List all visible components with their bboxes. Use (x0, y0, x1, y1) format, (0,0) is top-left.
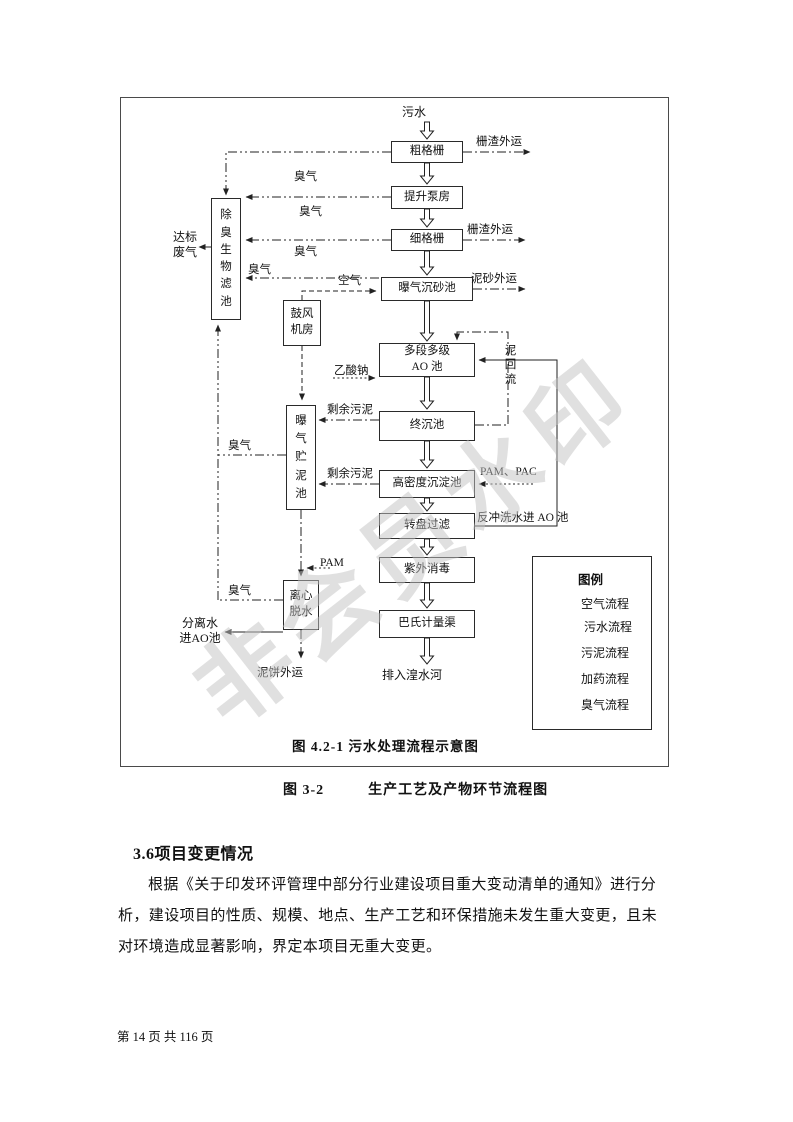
screen-residue-label: 栅渣外运 (467, 224, 513, 236)
page-number-footer: 第 14 页 共 116 页 (117, 1030, 214, 1044)
section-heading: 3.6项目变更情况 (133, 846, 254, 863)
legend-item-sludge: 污泥流程 (581, 646, 630, 660)
pam-label: PAM (320, 557, 344, 569)
odor-label: 臭气 (294, 246, 317, 258)
legend-item-air: 空气流程 (581, 597, 630, 611)
legend-item-odor: 臭气流程 (581, 698, 630, 712)
sludge-cake-label: 泥饼外运 (257, 667, 303, 679)
odor-label: 臭气 (294, 171, 317, 183)
excess-sludge-label: 剩余污泥 (327, 404, 373, 416)
excess-sludge-label: 剩余污泥 (327, 468, 373, 480)
sodium-acetate-label: 乙酸钠 (334, 365, 369, 377)
paragraph-line: 对环境造成显著影响，界定本项目无重大变更。 (118, 939, 442, 955)
node-ao-tank: 多段多级 AO 池 (379, 343, 475, 377)
figure-caption-below: 图 3-2 生产工艺及产物环节流程图 (283, 779, 548, 799)
sludge-return-label: 泥回流 (504, 345, 517, 386)
legend-title: 图例 (578, 573, 604, 587)
legend-item-dosing: 加药流程 (581, 672, 630, 686)
node-final-clarifier: 终沉池 (379, 411, 475, 441)
node-centrifuge-dewatering: 离心脱水 (283, 580, 319, 630)
grit-out-label: 泥砂外运 (471, 273, 517, 285)
node-blower-room: 鼓风机房 (283, 300, 321, 346)
node-parshall-flume: 巴氏计量渠 (379, 610, 475, 638)
node-fine-screen: 细格栅 (391, 229, 463, 251)
legend-box (532, 556, 652, 730)
outfall-label: 排入湟水河 (382, 668, 443, 682)
node-coarse-screen: 粗格栅 (391, 141, 463, 163)
figure-caption-below-title: 生产工艺及产物环节流程图 (368, 783, 549, 798)
backwash-label: 反冲洗水进 AO 池 (477, 512, 569, 524)
legend-item-sewage: 污水流程 (584, 620, 633, 634)
node-deodorizing-biofilter: 除臭生物滤池 (211, 198, 241, 320)
node-lift-pump: 提升泵房 (391, 186, 463, 209)
separated-water-label: 分离水进AO池 (179, 616, 221, 645)
node-aerated-sludge-tank: 曝气贮泥池 (286, 405, 316, 510)
paragraph-line: 析，建设项目的性质、规模、地点、生产工艺和环保措施未发生重大变更，且未 (118, 908, 658, 924)
odor-label: 臭气 (299, 206, 322, 218)
figure-caption-inner: 图 4.2-1 污水处理流程示意图 (292, 739, 479, 754)
figure-caption-below-label: 图 3-2 (283, 783, 325, 798)
odor-label: 臭气 (228, 440, 251, 452)
node-disc-filter: 转盘过滤 (379, 513, 475, 539)
treated-gas-label: 达标废气 (172, 230, 197, 259)
influent-label: 污水 (402, 105, 427, 119)
node-uv-disinfection: 紫外消毒 (379, 557, 475, 583)
node-high-density-tank: 高密度沉淀池 (379, 470, 475, 498)
node-grit-chamber: 曝气沉砂池 (381, 277, 473, 301)
odor-label: 臭气 (248, 264, 271, 276)
paragraph-line: 根据《关于印发环评管理中部分行业建设项目重大变动清单的通知》进行分 (148, 877, 657, 893)
pam-pac-label: PAM、PAC (480, 466, 537, 478)
screen-residue-label: 栅渣外运 (476, 136, 522, 148)
air-label: 空气 (338, 275, 361, 287)
body-paragraph: 根据《关于印发环评管理中部分行业建设项目重大变动清单的通知》进行分 析，建设项目… (118, 870, 681, 963)
odor-label: 臭气 (228, 585, 251, 597)
